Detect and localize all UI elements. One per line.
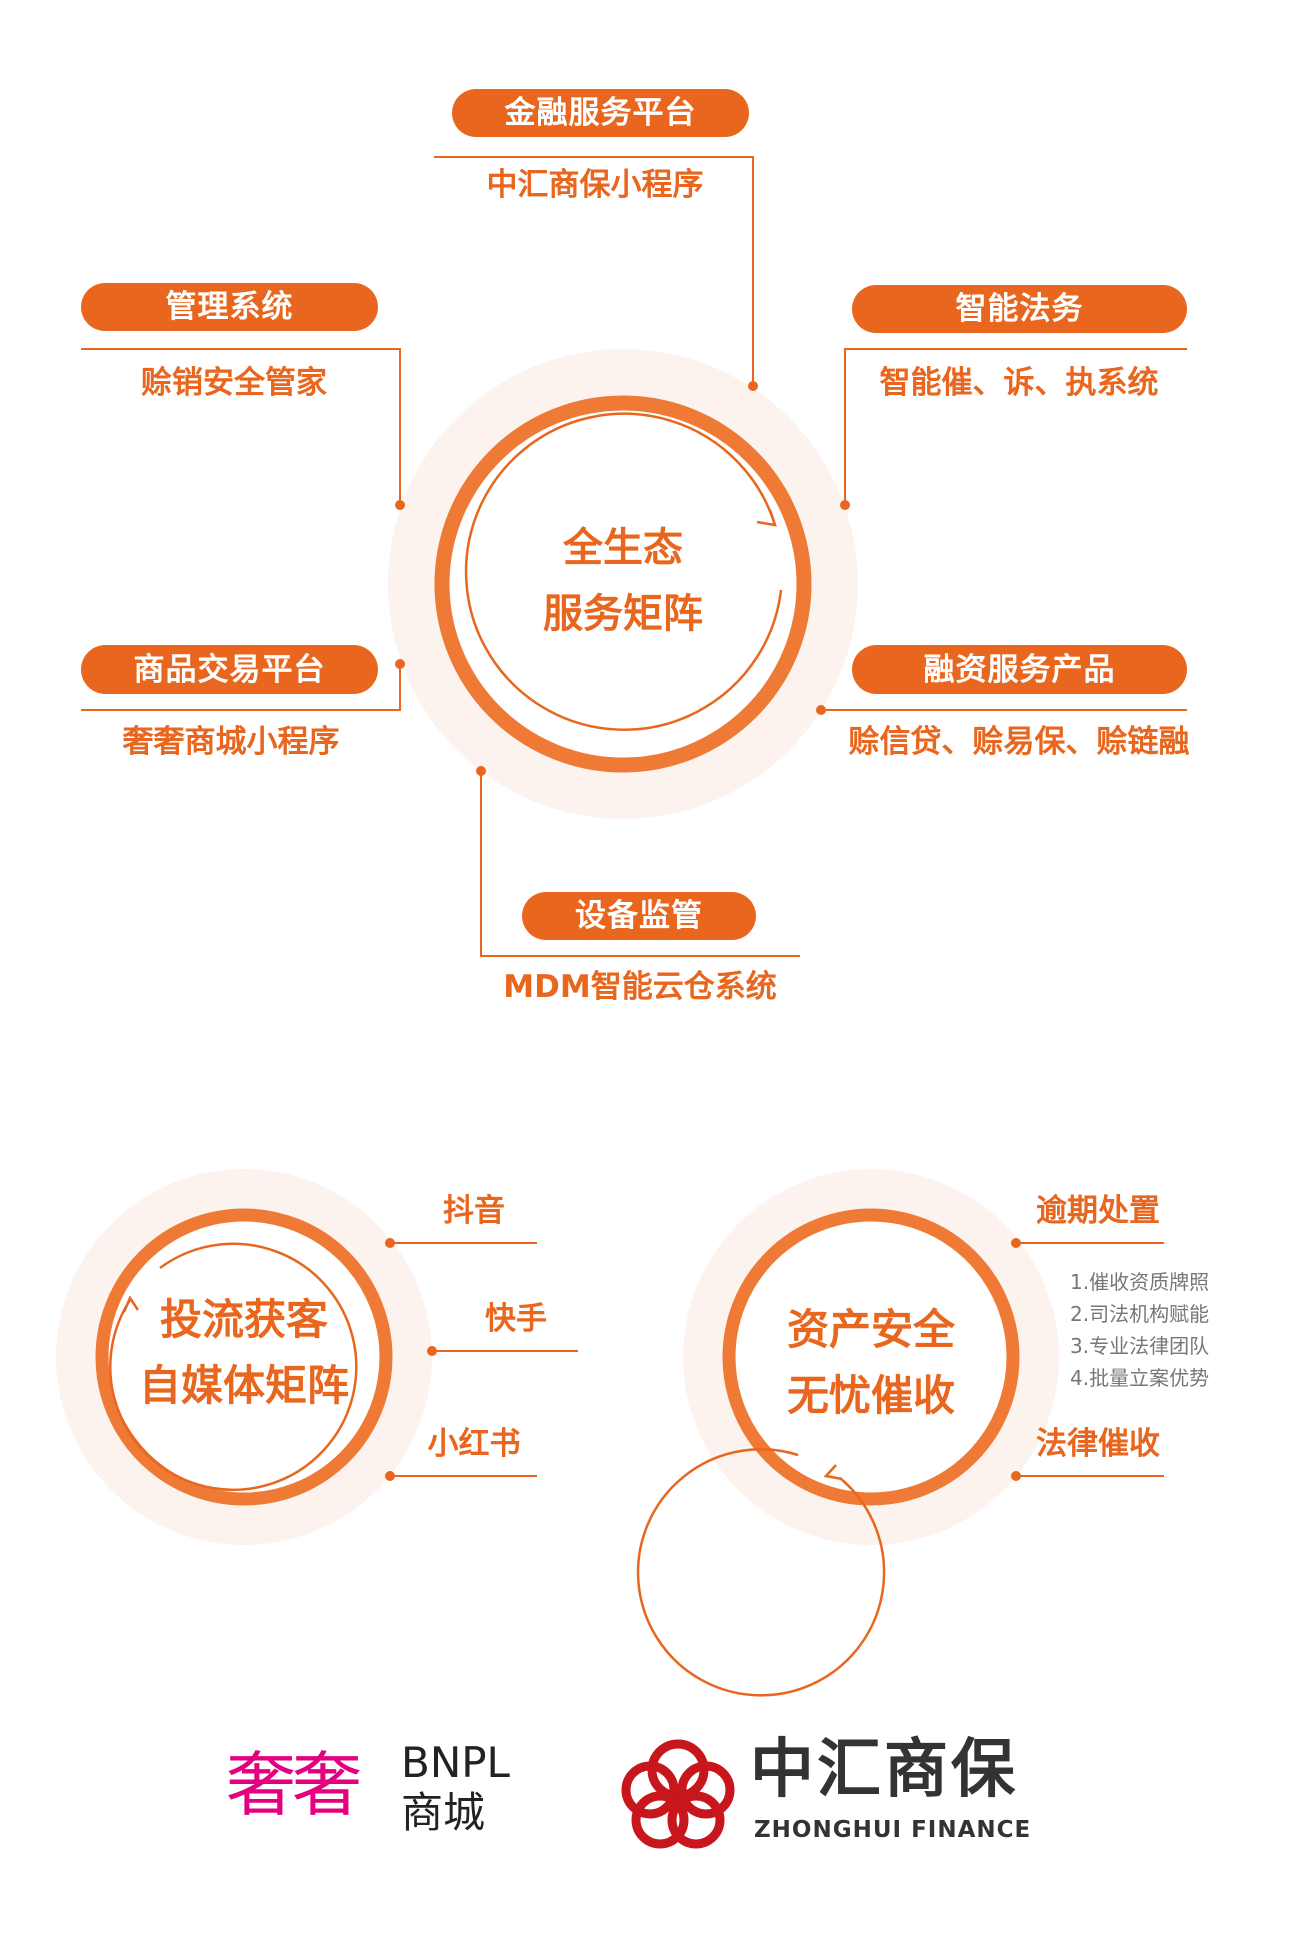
media-title-line2: 自媒体矩阵 [138,1360,350,1410]
node-device: 设备监管 [522,892,756,940]
node-device-sub: MDM智能云仓系统 [503,969,777,1005]
advantages-list: 1.催收资质牌照 2.司法机构赋能 3.专业法律团队 4.批量立案优势 [1070,1266,1209,1394]
shesh-logo-mark: 奢奢 [226,1744,362,1826]
advantage-item: 1.催收资质牌照 [1070,1270,1210,1294]
node-trading: 商品交易平台 [81,645,378,694]
shesh-logo-line1: BNPL [401,1738,510,1787]
node-financial-platform-sub: 中汇商保小程序 [486,167,704,203]
node-financial-platform: 金融服务平台 [452,89,749,137]
zhonghui-logo-name: 中汇商保 [750,1733,1018,1807]
shesh-logo-text: BNPL 商城 [401,1738,510,1838]
node-legal: 智能法务 [852,285,1187,333]
arrow-arc-icon [464,412,783,731]
shesh-logo-line2: 商城 [401,1788,486,1837]
node-management: 管理系统 [81,283,378,331]
arrow-arc-icon [109,1242,358,1491]
ring-circle [434,395,812,773]
advantage-item: 2.司法机构赋能 [1070,1302,1210,1326]
connector-dots [395,381,850,776]
node-trading-sub: 奢奢商城小程序 [122,724,340,760]
advantage-item: 3.专业法律团队 [1070,1334,1210,1358]
node-legal-sub: 智能催、诉、执系统 [879,365,1159,401]
connector-lines [81,156,1187,957]
center-title-line1: 全生态 [563,525,683,571]
collection-title-line1: 资产安全 [786,1304,956,1354]
channel-xiaohongshu: 小红书 [427,1426,521,1462]
media-title-line1: 投流获客 [159,1294,329,1344]
zhonghui-flower-logo [621,1739,735,1849]
node-financing: 融资服务产品 [852,645,1187,694]
arrow-head-icon [756,509,777,527]
advantage-item: 4.批量立案优势 [1070,1366,1210,1390]
label-overdue: 逾期处置 [1036,1193,1160,1229]
collection-title-line2: 无忧催收 [786,1370,956,1420]
label-legal-collection: 法律催收 [1036,1426,1160,1462]
node-financing-sub: 赊信贷、赊易保、赊链融 [848,724,1190,760]
channel-kuaishou: 快手 [485,1301,547,1337]
channel-douyin: 抖音 [443,1193,505,1229]
node-management-sub: 赊销安全管家 [141,365,327,401]
center-title-line2: 服务矩阵 [543,591,703,637]
zhonghui-logo-english: ZHONGHUI FINANCE [754,1817,1032,1843]
